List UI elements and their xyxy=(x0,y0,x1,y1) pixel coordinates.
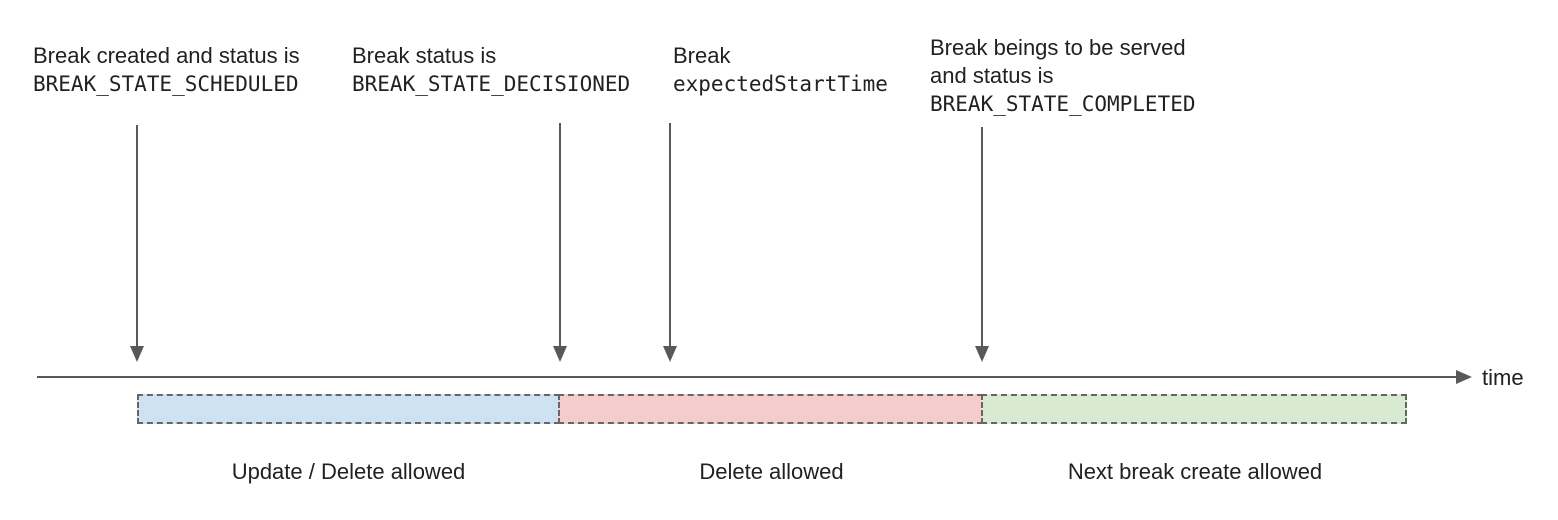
annotation-scheduled: Break created and status is BREAK_STATE_… xyxy=(33,42,300,98)
annotation-code: BREAK_STATE_DECISIONED xyxy=(352,72,631,96)
annotation-text: Break created and status is xyxy=(33,43,300,68)
time-axis-label: time xyxy=(1482,365,1524,390)
annotation-decisioned: Break status is BREAK_STATE_DECISIONED xyxy=(352,42,630,98)
phase-label-next-break-create-allowed: Next break create allowed xyxy=(1067,459,1323,484)
segment-update-delete-allowed xyxy=(137,394,560,424)
event-arrow-completed xyxy=(975,127,989,362)
event-arrow-decisioned xyxy=(553,123,567,362)
annotation-text: Break beings to be served xyxy=(930,35,1186,60)
annotation-text: and status is xyxy=(930,63,1054,88)
phase-segments-bar xyxy=(137,394,1407,424)
annotation-expected-start-time: Break expectedStartTime xyxy=(673,42,888,98)
event-arrow-scheduled xyxy=(130,125,144,362)
annotation-code: BREAK_STATE_SCHEDULED xyxy=(33,72,299,96)
segment-delete-allowed xyxy=(558,394,983,424)
annotation-completed: Break beings to be served and status is … xyxy=(930,34,1196,118)
annotation-code: BREAK_STATE_COMPLETED xyxy=(930,92,1196,116)
phase-label-update-delete-allowed: Update / Delete allowed xyxy=(231,459,466,484)
annotation-code: expectedStartTime xyxy=(673,72,888,96)
time-axis-arrow xyxy=(37,370,1472,384)
annotation-text: Break status is xyxy=(352,43,497,68)
phase-label-delete-allowed: Delete allowed xyxy=(699,459,844,484)
annotation-text: Break xyxy=(673,43,731,68)
event-arrow-expected-start-time xyxy=(663,123,677,362)
segment-next-break-create-allowed xyxy=(981,394,1407,424)
